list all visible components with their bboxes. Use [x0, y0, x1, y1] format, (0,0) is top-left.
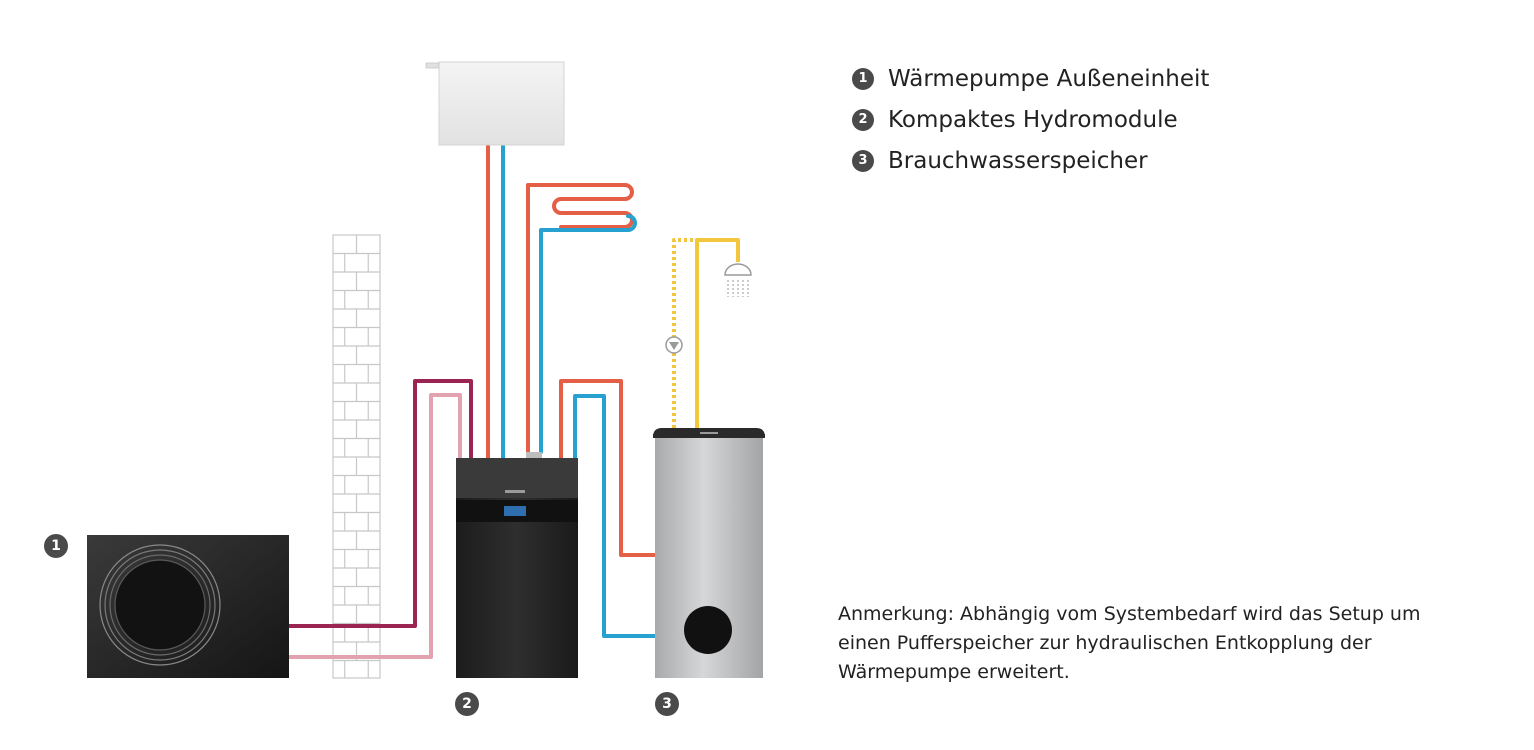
floor-heating-coil	[526, 183, 637, 454]
tank-return-line	[573, 394, 655, 638]
floor-heating-supply-line	[526, 183, 634, 454]
legend-item: 1 Wärmepumpe Außeneinheit	[852, 58, 1209, 99]
floor-heating-return-line	[539, 214, 637, 454]
legend-label: Brauchwasserspeicher	[888, 147, 1148, 174]
legend-item: 2 Kompaktes Hydromodule	[852, 99, 1209, 140]
legend-item: 3 Brauchwasserspeicher	[852, 140, 1209, 181]
refrigerant-lines	[288, 379, 473, 659]
brick-wall	[332, 234, 381, 679]
marker-outdoor-unit: 1	[44, 534, 68, 558]
tank-supply-line	[559, 379, 655, 557]
note-text: Anmerkung: Abhängig vom Systembedarf wir…	[838, 603, 1421, 683]
legend-label: Kompaktes Hydromodule	[888, 106, 1178, 133]
hot-water-tank	[653, 428, 765, 678]
hot-water-lines	[672, 238, 740, 428]
outdoor-heat-pump-unit	[87, 535, 289, 678]
radiator	[425, 61, 565, 146]
legend: 1 Wärmepumpe Außeneinheit 2 Kompaktes Hy…	[852, 58, 1209, 181]
radiator-lines	[486, 145, 505, 458]
legend-number-badge: 1	[852, 67, 874, 90]
refrigerant-line-light	[288, 393, 462, 659]
legend-number-badge: 3	[852, 149, 874, 172]
hydro-module	[456, 452, 578, 678]
circulation-line	[672, 238, 697, 428]
tank-lines	[559, 379, 655, 638]
circulation-pump-icon	[665, 336, 683, 354]
legend-number-badge: 2	[852, 108, 874, 131]
hot-water-line	[695, 238, 740, 428]
refrigerant-line-dark	[288, 379, 473, 628]
marker-water-tank: 3	[655, 692, 679, 716]
marker-hydro-module: 2	[455, 692, 479, 716]
display-screen	[504, 506, 526, 516]
legend-label: Wärmepumpe Außeneinheit	[888, 65, 1210, 92]
shower-icon	[724, 263, 752, 297]
